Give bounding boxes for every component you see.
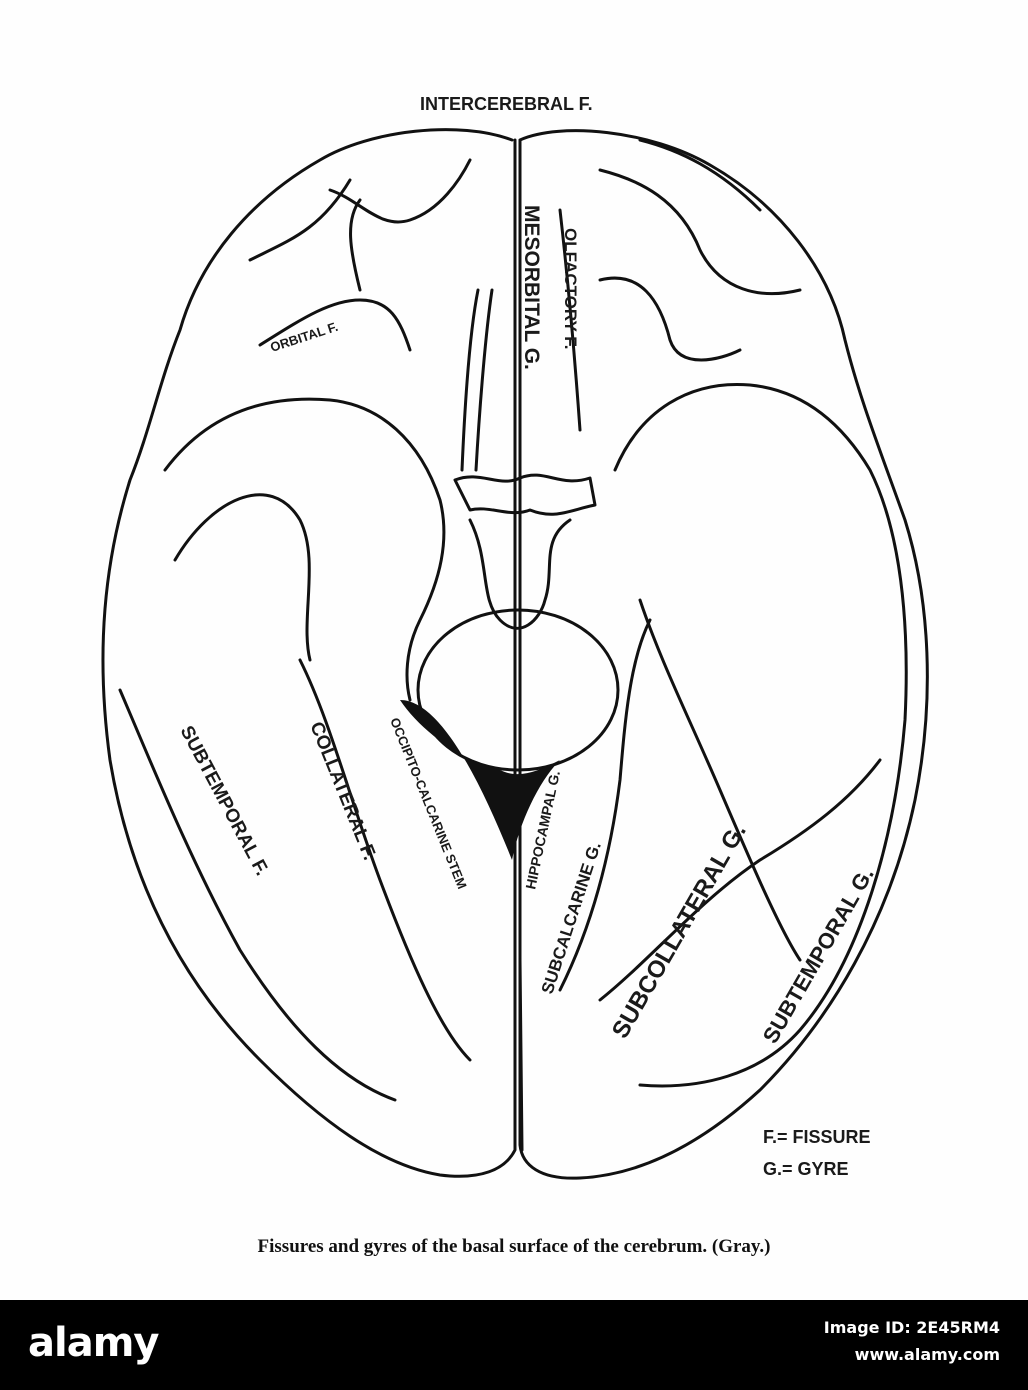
left-temporal-outline xyxy=(163,397,446,702)
brainstem-pons xyxy=(416,608,620,772)
dark-region xyxy=(400,700,560,860)
left-collateral-fissure xyxy=(298,658,472,1062)
right-temporal-outline xyxy=(613,382,908,1088)
olfactory-fissure-line xyxy=(558,208,582,432)
label-mesorbital: MESORBITAL G. xyxy=(520,205,543,370)
site-url: www.alamy.com xyxy=(854,1345,1000,1364)
right-frontal-sulcus-3 xyxy=(638,138,762,212)
left-olfactory-tract-inner xyxy=(474,288,494,472)
watermark-info: Image ID: 2E45RM4 www.alamy.com xyxy=(824,1318,1000,1364)
brain-diagram: INTERCEREBRAL F. ORBITAL F. MESORBITAL G… xyxy=(101,94,929,1180)
label-intercerebral: INTERCEREBRAL F. xyxy=(420,94,593,114)
right-collateral-fissure xyxy=(638,598,802,962)
right-hemisphere-outline xyxy=(518,129,929,1180)
left-hemisphere-outline xyxy=(101,128,517,1178)
left-orbital-branch xyxy=(349,198,362,292)
brain-figure: INTERCEREBRAL F. ORBITAL F. MESORBITAL G… xyxy=(101,94,929,1257)
mammillary xyxy=(468,518,572,630)
label-collateral-f: COLLATERAL F. xyxy=(305,719,380,863)
legend-fissure: F.= FISSURE xyxy=(763,1127,871,1147)
right-subcalcarine-line xyxy=(558,618,652,992)
left-frontal-sulcus-3 xyxy=(258,298,412,352)
right-frontal-sulcus-1 xyxy=(598,168,802,296)
watermark-bar: alamy Image ID: 2E45RM4 www.alamy.com xyxy=(0,1300,1028,1390)
label-olfactory: OLFACTORY F. xyxy=(561,228,580,350)
figure-caption: Fissures and gyres of the basal surface … xyxy=(257,1236,771,1257)
right-subtemporal-fissure xyxy=(598,758,882,1002)
label-subcollateral: SUBCOLLATERAL G. xyxy=(607,819,752,1043)
legend-gyre: G.= GYRE xyxy=(763,1159,849,1179)
label-subcalcarine: SUBCALCARINE G. xyxy=(538,839,605,996)
chiasm xyxy=(453,473,597,516)
watermark-logo: alamy xyxy=(28,1320,159,1366)
label-occipito: OCCIPITO-CALCARINE STEM xyxy=(387,716,470,891)
label-orbital: ORBITAL F. xyxy=(268,319,339,355)
right-frontal-sulcus-2 xyxy=(598,276,742,362)
label-subtemporal-f: SUBTEMPORAL F. xyxy=(176,722,273,879)
left-frontal-sulcus-2 xyxy=(328,158,472,224)
left-olfactory-tract xyxy=(460,288,480,472)
left-inner-fissure xyxy=(173,493,312,662)
left-subtemporal-fissure xyxy=(118,688,397,1102)
image-id: Image ID: 2E45RM4 xyxy=(823,1318,1000,1337)
posterior-midline xyxy=(518,958,524,1152)
